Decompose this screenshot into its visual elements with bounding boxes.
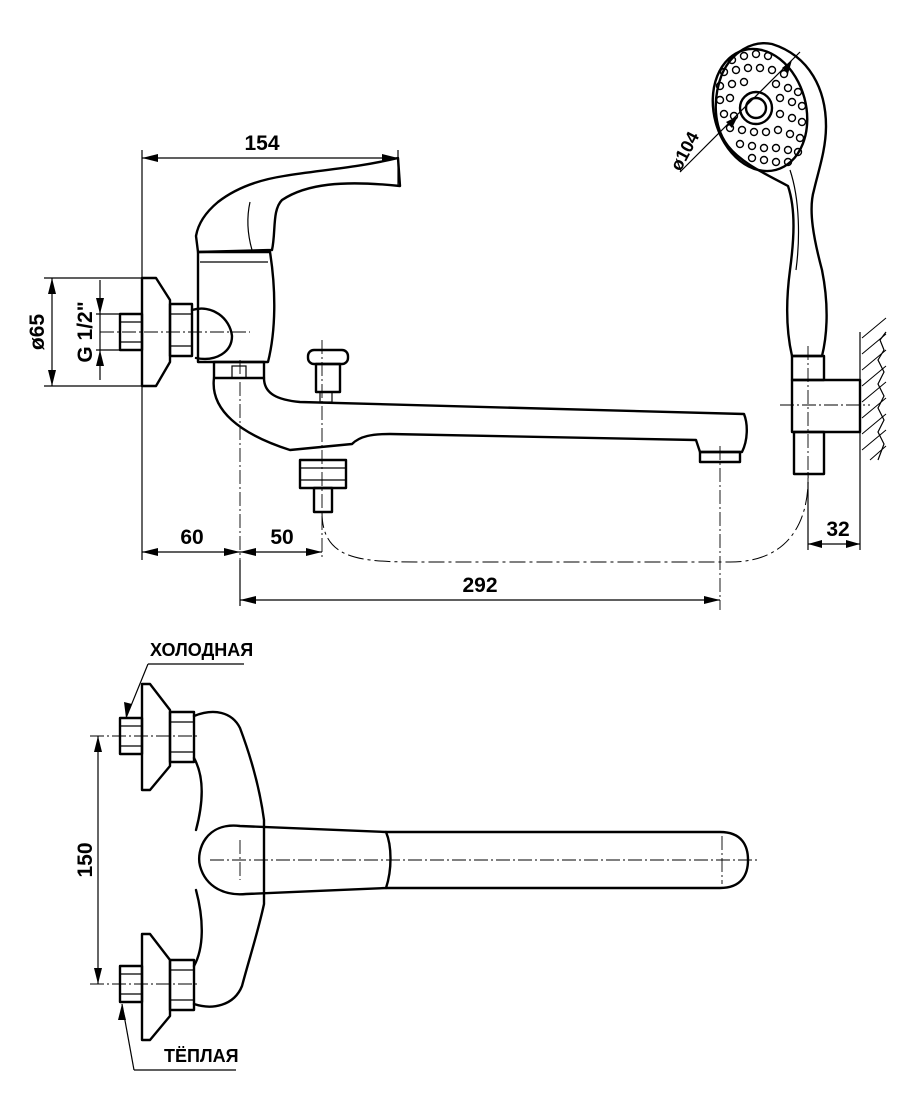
dim-65: ø65 xyxy=(26,314,49,351)
dim-154: 154 xyxy=(244,132,279,155)
shower-hub xyxy=(738,90,774,126)
label-warm: ТЁПЛАЯ xyxy=(164,1046,239,1066)
side-view xyxy=(100,156,809,610)
dim-104: ø104 xyxy=(666,128,703,174)
side-dimensions: 154 ø65 G 1/2" 60 50 292 xyxy=(26,51,861,606)
shower-holder xyxy=(790,378,862,434)
warm-flange xyxy=(140,932,172,1042)
warm-nut xyxy=(168,958,196,1012)
top-view: 150 ХОЛОДНАЯ ТЁПЛАЯ xyxy=(74,640,760,1071)
label-cold: ХОЛОДНАЯ xyxy=(150,640,253,660)
shower-assembly xyxy=(711,42,887,482)
dim-60: 60 xyxy=(180,526,203,549)
eccentric-connector xyxy=(190,307,234,361)
cold-flange xyxy=(140,682,172,792)
mixer-body xyxy=(196,250,276,364)
diverter-knob xyxy=(306,348,350,366)
shower-head xyxy=(714,42,828,358)
hose-connector xyxy=(298,458,348,490)
shower-hose xyxy=(321,471,809,563)
shower-face xyxy=(711,47,809,173)
dim-150: 150 xyxy=(74,842,97,877)
dim-292: 292 xyxy=(462,574,497,597)
nozzle-pattern xyxy=(715,49,807,167)
top-body xyxy=(192,710,266,1008)
body-outlet xyxy=(212,360,266,380)
dim-thread: G 1/2" xyxy=(74,301,97,362)
dim-50: 50 xyxy=(270,526,293,549)
diverter-stem xyxy=(314,362,342,394)
handle-lever xyxy=(194,156,402,254)
hose-stub xyxy=(312,486,334,514)
spout xyxy=(212,376,748,454)
cold-nut xyxy=(168,710,196,764)
top-spout xyxy=(198,824,392,896)
inlet-stub xyxy=(118,312,144,352)
hex-nut xyxy=(168,302,194,358)
wall-section xyxy=(859,317,887,461)
dim-32: 32 xyxy=(826,518,849,541)
